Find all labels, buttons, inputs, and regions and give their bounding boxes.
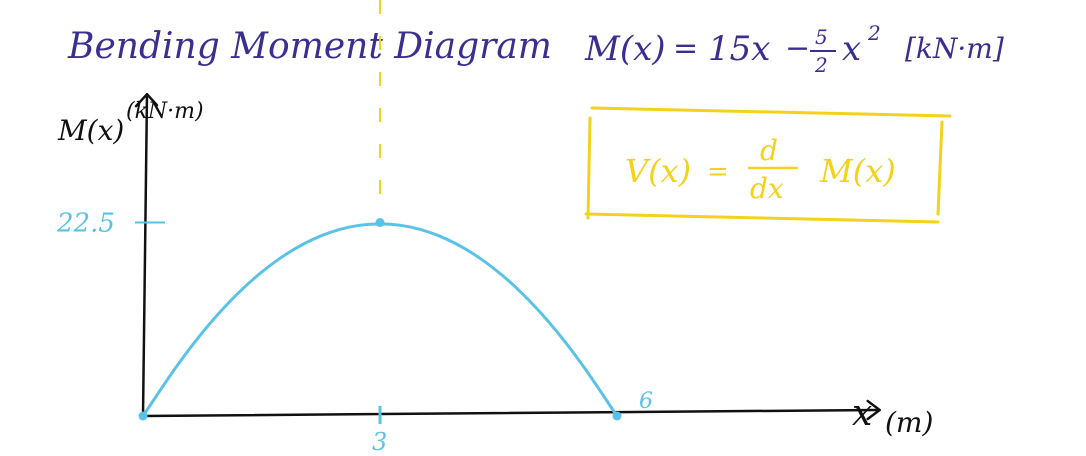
relation-rhs: M(x) bbox=[819, 152, 896, 190]
axis-ticks bbox=[135, 221, 382, 424]
relation-d-num: d bbox=[760, 134, 778, 167]
equation-lhs: M(x) bbox=[584, 29, 666, 69]
equation-minus: − bbox=[785, 31, 810, 66]
equation-var: x bbox=[842, 29, 861, 69]
equation-term1: 15x bbox=[708, 29, 770, 69]
equation-frac-num: 5 bbox=[815, 25, 828, 49]
x-axis bbox=[141, 408, 879, 418]
moment-equation: M(x) = 15x − 5 2 x 2 [kN·m] bbox=[584, 21, 1004, 77]
x-axis-unit: (m) bbox=[885, 406, 933, 439]
x-tick-label: 3 bbox=[372, 428, 387, 456]
relation-lhs: V(x) bbox=[625, 152, 691, 190]
y-axis-label: M(x) bbox=[57, 114, 124, 147]
tick-labels: 22.5 3 6 bbox=[56, 209, 653, 456]
shear-relation-box: V(x) = d dx M(x) bbox=[584, 106, 952, 224]
moment-curve bbox=[141, 222, 619, 418]
y-axis-arrowhead bbox=[134, 92, 159, 108]
relation-d-den: dx bbox=[750, 172, 784, 205]
y-axis-unit: (kN·m) bbox=[126, 99, 204, 124]
equation-equals: = bbox=[673, 31, 698, 66]
max-moment-point bbox=[375, 218, 385, 227]
data-points bbox=[138, 218, 622, 421]
y-tick-label: 22.5 bbox=[56, 209, 115, 239]
origin-point bbox=[138, 411, 148, 421]
equation-exponent: 2 bbox=[867, 21, 881, 45]
relation-equals: = bbox=[707, 157, 729, 187]
y-axis bbox=[141, 92, 149, 418]
end-point-label: 6 bbox=[639, 389, 653, 414]
diagram-title: Bending Moment Diagram bbox=[67, 26, 552, 67]
highlight-box-outline bbox=[584, 106, 952, 224]
end-point bbox=[612, 411, 622, 421]
equation-frac-den: 2 bbox=[814, 53, 828, 77]
equation-unit: [kN·m] bbox=[905, 32, 1004, 65]
x-axis-label: x bbox=[852, 393, 872, 434]
axes bbox=[134, 92, 881, 421]
x-axis-arrowhead bbox=[866, 399, 881, 421]
